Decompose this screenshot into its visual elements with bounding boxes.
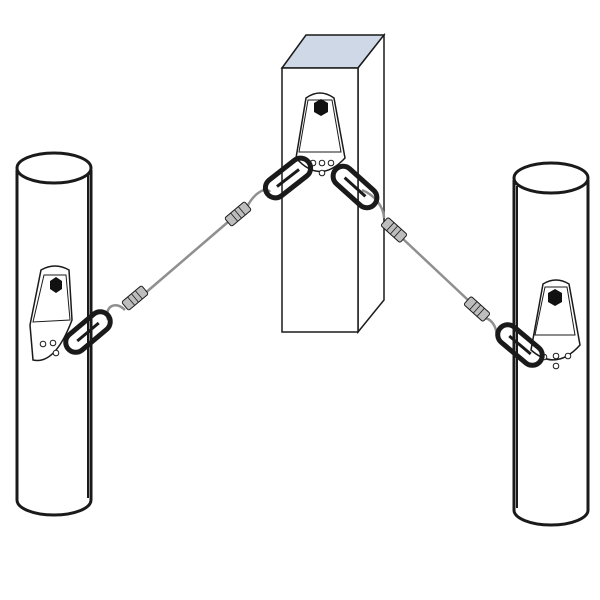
anchor-bracket-left [29,265,73,362]
hex-bolt-icon [548,289,562,306]
carabiner-center-right [330,163,380,211]
bracket-hole [564,352,572,360]
bracket-hole [552,362,560,370]
carabiner-center-left [262,155,314,201]
center-square-post [280,32,386,335]
anchor-bracket-right [530,279,581,370]
bracket-hole [39,340,47,348]
hex-bolt-icon [314,99,328,116]
ferrule [380,217,408,243]
ferrule [224,201,252,227]
hex-bolt-icon [50,277,62,293]
carabiner-left [63,309,113,355]
bracket-hole [318,159,326,167]
bracket-hole [49,339,57,347]
bracket-hole [318,169,326,177]
anchor-bracket-center [295,92,346,177]
ferrule [121,285,149,311]
bracket-hole [552,352,560,360]
carabiner-right [495,322,545,368]
bracket-hole [52,349,60,357]
bracket-hole [327,159,335,167]
ferrule [463,296,491,322]
wire-rope-lanyard-left [105,188,272,321]
